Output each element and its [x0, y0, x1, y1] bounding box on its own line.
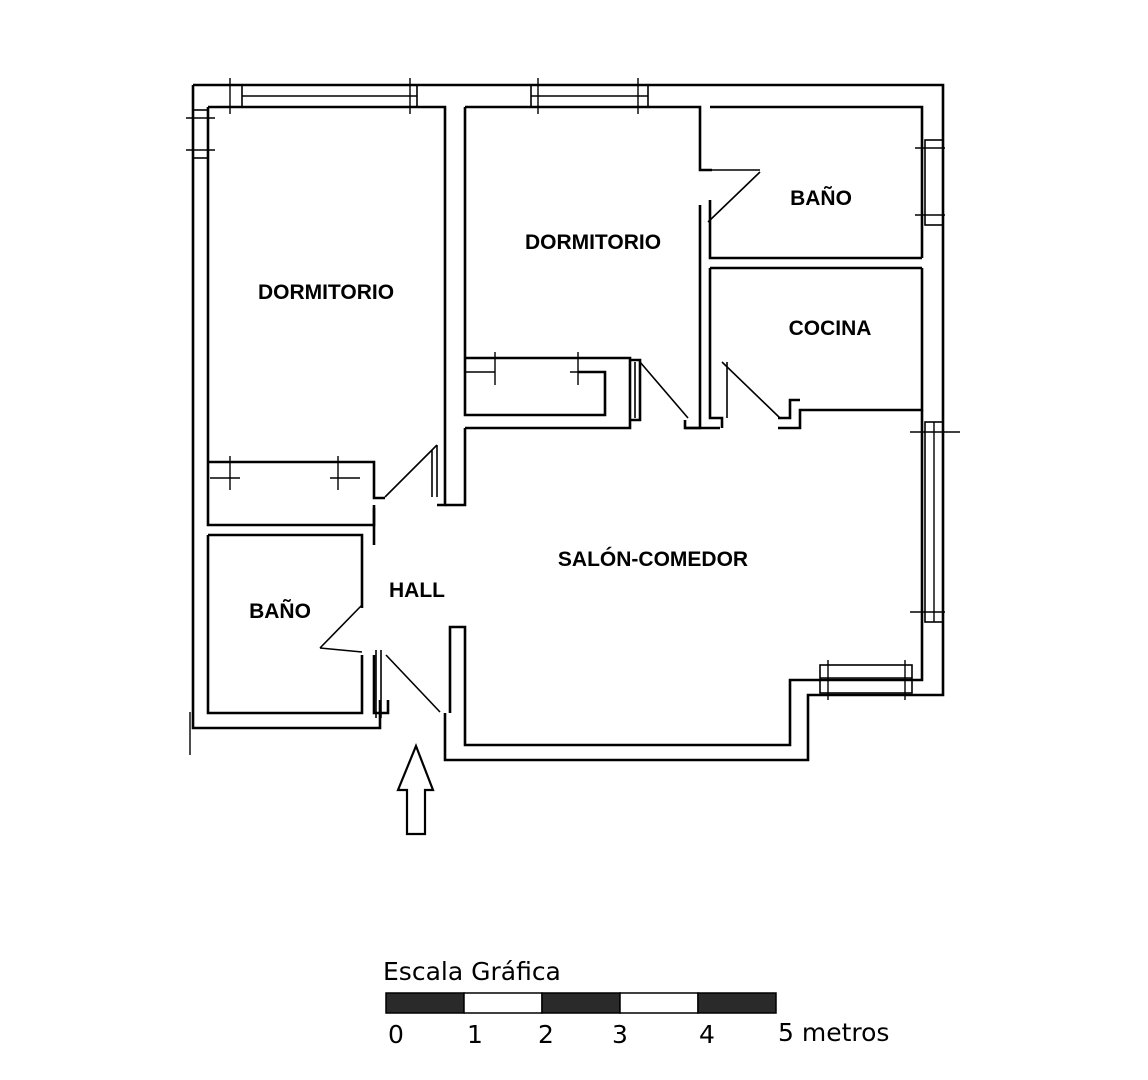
scale-bar-segments — [385, 992, 777, 1014]
entrance-arrow — [396, 743, 435, 836]
room-labels: DORMITORIO DORMITORIO BAÑO COCINA SALÓN-… — [249, 187, 871, 623]
room-label-hall: HALL — [389, 579, 445, 602]
scale-label-2: 2 — [538, 1020, 554, 1049]
scale-bar-title: Escala Gráfica — [383, 957, 561, 986]
room-label-cocina: COCINA — [789, 317, 872, 340]
scale-label-3: 3 — [612, 1020, 628, 1049]
scale-segment-2 — [541, 992, 621, 1014]
windows — [186, 78, 960, 755]
scale-label-4: 4 — [699, 1020, 715, 1049]
interior-walls — [206, 107, 922, 715]
scale-label-1: 1 — [467, 1020, 483, 1049]
scale-segment-1 — [463, 992, 543, 1014]
room-label-bano-left: BAÑO — [249, 600, 311, 623]
scale-bar: Escala Gráfica 0 1 2 3 4 5 metros — [383, 957, 889, 1049]
scale-label-5-metros: 5 metros — [778, 1018, 889, 1047]
room-label-salon-comedor: SALÓN-COMEDOR — [558, 547, 748, 571]
scale-segment-4 — [697, 992, 777, 1014]
scale-segment-3 — [619, 992, 699, 1014]
room-label-dormitorio-left: DORMITORIO — [258, 281, 394, 304]
room-label-dormitorio-center: DORMITORIO — [525, 231, 661, 254]
scale-label-0: 0 — [388, 1020, 404, 1049]
room-label-bano-top: BAÑO — [790, 187, 852, 210]
scale-segment-0 — [385, 992, 465, 1014]
doors — [319, 169, 781, 718]
